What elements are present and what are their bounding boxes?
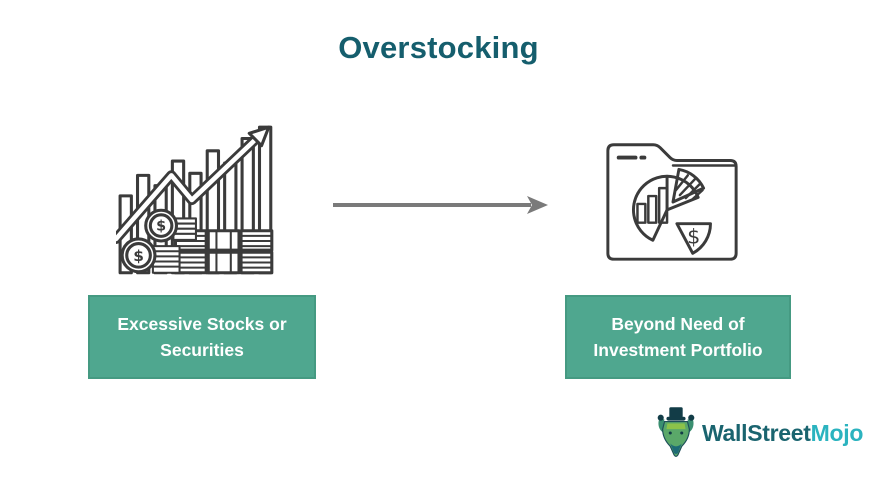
right-arrow-icon xyxy=(333,194,549,216)
logo-text-primary: WallStreet xyxy=(702,419,811,446)
logo-text: WallStreetMojo xyxy=(702,420,863,447)
bull-mascot-icon xyxy=(655,406,697,460)
portfolio-pie-folder-icon: $ xyxy=(598,133,746,267)
wallstreetmojo-logo: WallStreetMojo xyxy=(655,404,863,462)
svg-text:$: $ xyxy=(133,247,144,265)
growth-bar-chart-money-icon: $ $ xyxy=(116,124,280,278)
svg-text:$: $ xyxy=(156,219,166,235)
label-excessive-stocks: Excessive Stocks or Securities xyxy=(88,295,316,379)
label-line: Securities xyxy=(160,340,244,360)
label-beyond-need: Beyond Need of Investment Portfolio xyxy=(565,295,791,379)
label-line: Excessive Stocks or xyxy=(117,313,287,334)
label-line: Investment Portfolio xyxy=(593,340,763,360)
logo-text-accent: Mojo xyxy=(810,419,864,446)
page-title: Overstocking xyxy=(338,30,539,65)
svg-text:$: $ xyxy=(687,224,700,248)
label-line: Beyond Need of xyxy=(611,313,745,334)
